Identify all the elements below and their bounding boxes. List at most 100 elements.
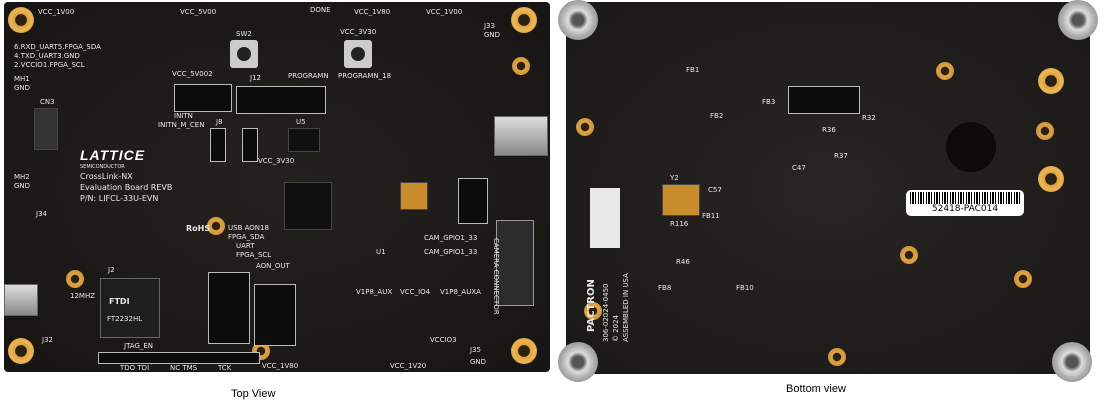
silk-label: SW2	[236, 30, 252, 38]
silk-label: GND	[484, 31, 501, 39]
oscillator	[400, 182, 428, 210]
silk-label: J34	[36, 210, 47, 218]
silk-label: MH2	[14, 173, 30, 181]
pin-header	[458, 178, 488, 224]
programn-push-button[interactable]	[344, 40, 372, 68]
silk-label: MH1	[14, 75, 30, 83]
silk-label: R116	[670, 220, 689, 228]
silk-label: VCC_1V80	[262, 362, 299, 370]
silk-label: VCC_1V00	[426, 8, 463, 16]
u5-chip	[288, 128, 320, 152]
standoff-screw	[558, 0, 598, 40]
silk-label: 6.RXD_UART5.FPGA_SDA	[14, 43, 101, 51]
silk-label: FB11	[702, 212, 720, 220]
mounting-hole	[8, 7, 34, 33]
ftdi-chip: FTDI FT2232HL	[100, 278, 160, 338]
silk-label: TCK	[218, 364, 232, 372]
silk-label: CAM_GPIO1_33	[424, 234, 478, 242]
silk-label: VCC_1V20	[390, 362, 427, 370]
silk-label: INITN_M_CEN	[158, 121, 205, 129]
silk-label: NC TMS	[170, 364, 198, 372]
silk-label: INITN	[174, 112, 193, 120]
lattice-logo: LATTICE SEMICONDUCTOR	[80, 147, 146, 171]
via-pad	[1014, 270, 1032, 288]
silk-label: J32	[42, 336, 53, 344]
silk-label: JTAG_EN	[124, 342, 154, 350]
silk-label: 12MHZ	[70, 292, 96, 300]
board-subtitle: Evaluation Board REVB	[80, 183, 173, 192]
silk-label: VCCIO3	[430, 336, 457, 344]
silk-label: VCC_IO4	[400, 288, 431, 296]
part-number: P/N: LIFCL-33U-EVN	[80, 194, 159, 203]
ftdi-label: FTDI	[109, 297, 130, 306]
sw2-push-button[interactable]	[230, 40, 258, 68]
silk-label: GND	[14, 84, 31, 92]
cn3-connector	[34, 108, 58, 150]
silk-label: VCC_5V002	[172, 70, 213, 78]
silk-label: J12	[250, 74, 261, 82]
silk-label: VCC_3V30	[340, 28, 377, 36]
silk-label: CN3	[40, 98, 55, 106]
white-pad	[590, 188, 620, 248]
silk-label: GND	[14, 182, 31, 190]
silk-label: GND	[470, 358, 487, 366]
silk-label: VCC_1V80	[354, 8, 391, 16]
pin-header	[208, 272, 250, 344]
silk-label: TDO TDI	[120, 364, 150, 372]
top-view-board-photo: VCC_1V00 VCC_5V00 DONE VCC_1V80 VCC_1V00…	[4, 2, 550, 372]
rohs-mark: RoHS	[186, 224, 211, 233]
silk-label: ASSEMBLED IN USA	[622, 273, 630, 342]
j8-pin-header	[210, 128, 226, 162]
bottom-view-board-photo: 52418-PAC014 PACTRON 306-02024-0450 © 20…	[566, 2, 1090, 374]
j12-pin-header	[236, 86, 326, 114]
silk-label: DONE	[310, 6, 331, 14]
silk-label: V1P8_AUX	[356, 288, 393, 296]
silk-label: VCC_5V00	[180, 8, 217, 16]
pin-footprint	[788, 86, 860, 114]
silk-label: C47	[792, 164, 806, 172]
silk-label: PROGRAMN_18	[338, 72, 392, 80]
silk-label: CAMERA CONNECTOR	[492, 238, 500, 315]
mounting-hole	[1038, 68, 1064, 94]
usb-c-connector	[494, 116, 548, 156]
fpga-chip	[284, 182, 332, 230]
silk-label: V1P8_AUXA	[440, 288, 481, 296]
board-cutout	[946, 122, 996, 172]
via-pad	[576, 118, 594, 136]
via-pad	[584, 302, 602, 320]
jtag-pin-header	[98, 352, 260, 364]
standoff-screw	[1052, 342, 1092, 382]
silk-label: 306-02024-0450	[602, 283, 610, 343]
via-pad	[900, 246, 918, 264]
silk-label: 4.TXD_UART3.GND	[14, 52, 80, 60]
ftdi-part: FT2232HL	[107, 315, 143, 323]
serial-label-sticker: 52418-PAC014	[906, 190, 1024, 216]
silk-label: FB2	[710, 112, 724, 120]
silk-label: PROGRAMN	[288, 72, 329, 80]
silk-label: FPGA_SDA	[228, 233, 265, 241]
silk-label: USB AON18	[228, 224, 269, 232]
silk-label: FPGA_SCL	[236, 251, 272, 259]
silk-label: C57	[708, 186, 722, 194]
board-title: CrossLink-NX	[80, 172, 133, 181]
mounting-hole	[8, 338, 34, 364]
silk-label: VCC_3V30	[258, 157, 295, 165]
lattice-sub: SEMICONDUCTOR	[80, 164, 125, 170]
silk-label: R46	[676, 258, 690, 266]
bottom-view-caption: Bottom view	[786, 383, 846, 395]
camera-connector	[496, 220, 534, 306]
via-pad	[512, 57, 530, 75]
silk-label: J2	[108, 266, 115, 274]
via-pad	[828, 348, 846, 366]
silk-label: FB10	[736, 284, 754, 292]
pin-header	[174, 84, 232, 112]
silk-label: Y2	[670, 174, 679, 182]
lattice-brand: LATTICE	[80, 147, 146, 163]
micro-usb-connector	[4, 284, 38, 316]
silk-label: FB8	[658, 284, 672, 292]
standoff-screw	[1058, 0, 1098, 40]
silk-label: UART	[236, 242, 255, 250]
silk-label: VCC_1V00	[38, 8, 75, 16]
crystal-y2	[662, 184, 700, 216]
via-pad	[66, 270, 84, 288]
